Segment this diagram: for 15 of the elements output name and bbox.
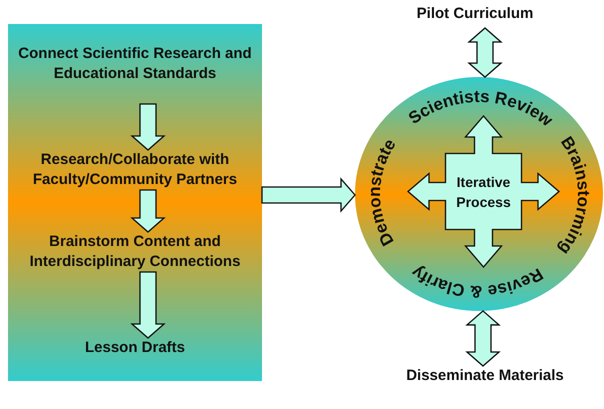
step-label: Pilot Curriculum — [416, 4, 534, 24]
block-arrow — [261, 177, 356, 213]
process-panel — [8, 24, 262, 381]
step-label: Connect Scientific Research and Educational Standards — [17, 44, 253, 84]
process-label: Iterative Process — [455, 172, 512, 212]
block-arrow — [130, 189, 166, 233]
block-arrow — [130, 271, 166, 339]
step-label: Lesson Drafts — [84, 338, 186, 358]
block-arrow — [465, 310, 501, 367]
step-label: Disseminate Materials — [405, 366, 565, 386]
step-label: Research/Collaborate with Faculty/Community Partners — [32, 150, 238, 190]
cycle-ellipse — [354, 76, 604, 312]
block-arrow — [467, 27, 503, 78]
block-arrow — [130, 103, 166, 151]
step-label: Brainstorm Content and Interdisciplinary Connections — [28, 232, 242, 272]
